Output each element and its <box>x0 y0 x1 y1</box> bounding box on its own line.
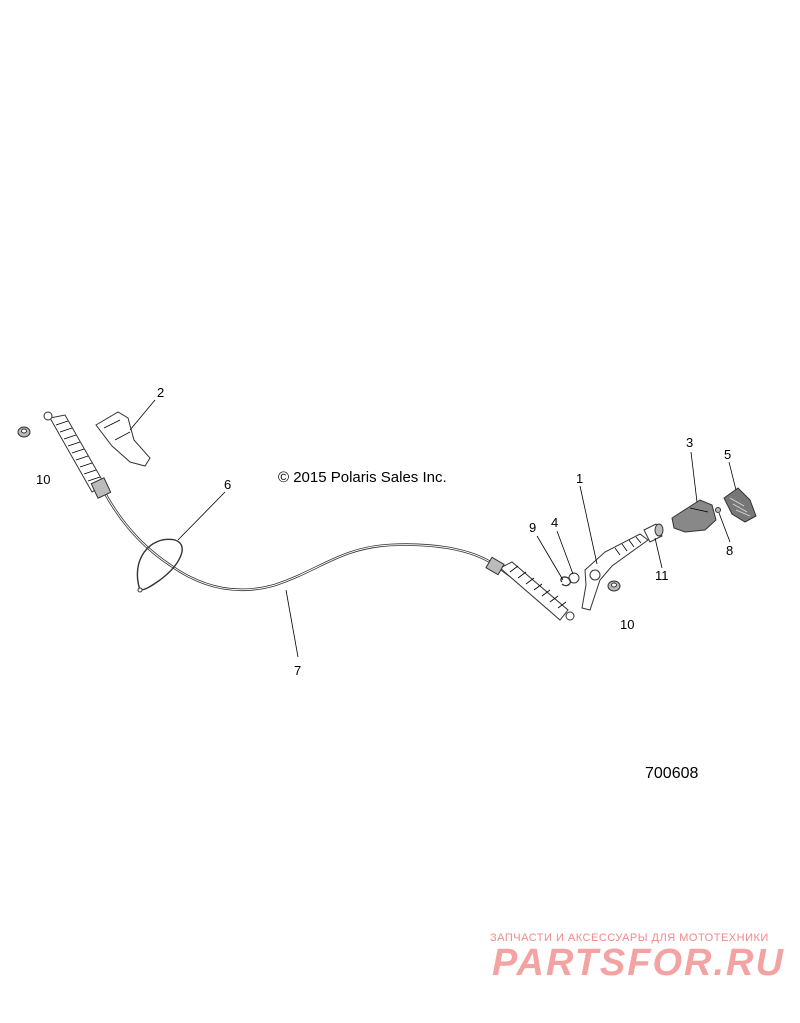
watermark-tagline: ЗАПЧАСТИ И АКСЕССУАРЫ ДЛЯ МОТОТЕХНИКИ <box>490 932 769 944</box>
leader-11 <box>654 537 663 569</box>
leader-8 <box>718 512 731 543</box>
callout-4: 4 <box>551 515 558 530</box>
retaining-clip[interactable] <box>560 576 572 587</box>
watermark-brand: PARTSFOR.RU <box>492 942 785 984</box>
bushing[interactable] <box>643 523 664 543</box>
leader-9 <box>536 535 564 581</box>
nut-left[interactable] <box>17 426 31 438</box>
callout-5: 5 <box>724 447 731 462</box>
copyright-text: © 2015 Polaris Sales Inc. <box>278 469 447 486</box>
leader-2 <box>129 399 156 431</box>
screw[interactable] <box>715 507 721 513</box>
callout-1: 1 <box>576 471 583 486</box>
leader-7 <box>285 589 299 658</box>
shift-knob-base[interactable] <box>671 499 717 533</box>
callout-11: 11 <box>655 568 669 583</box>
callout-7: 7 <box>294 663 301 678</box>
diagram-number: 700608 <box>645 765 698 782</box>
bracket[interactable] <box>95 411 151 467</box>
shift-cable[interactable] <box>43 411 575 621</box>
callout-8: 8 <box>726 543 733 558</box>
callout-10-left: 10 <box>36 472 50 487</box>
cable-boot-right <box>485 556 575 621</box>
callout-9: 9 <box>529 520 536 535</box>
shift-lever[interactable] <box>581 533 649 611</box>
shift-knob-top[interactable] <box>723 487 757 523</box>
leader-4 <box>556 530 574 575</box>
callout-2: 2 <box>157 385 164 400</box>
callout-6: 6 <box>224 477 231 492</box>
leader-1 <box>579 485 598 565</box>
leader-5 <box>728 461 737 491</box>
leader-3 <box>690 451 698 503</box>
cable-tie-loop[interactable] <box>136 538 183 591</box>
nut-right[interactable] <box>607 580 621 592</box>
callout-3: 3 <box>686 435 693 450</box>
callout-10-right: 10 <box>620 617 634 632</box>
leader-6 <box>177 491 226 541</box>
cable-boot-left <box>43 411 112 499</box>
